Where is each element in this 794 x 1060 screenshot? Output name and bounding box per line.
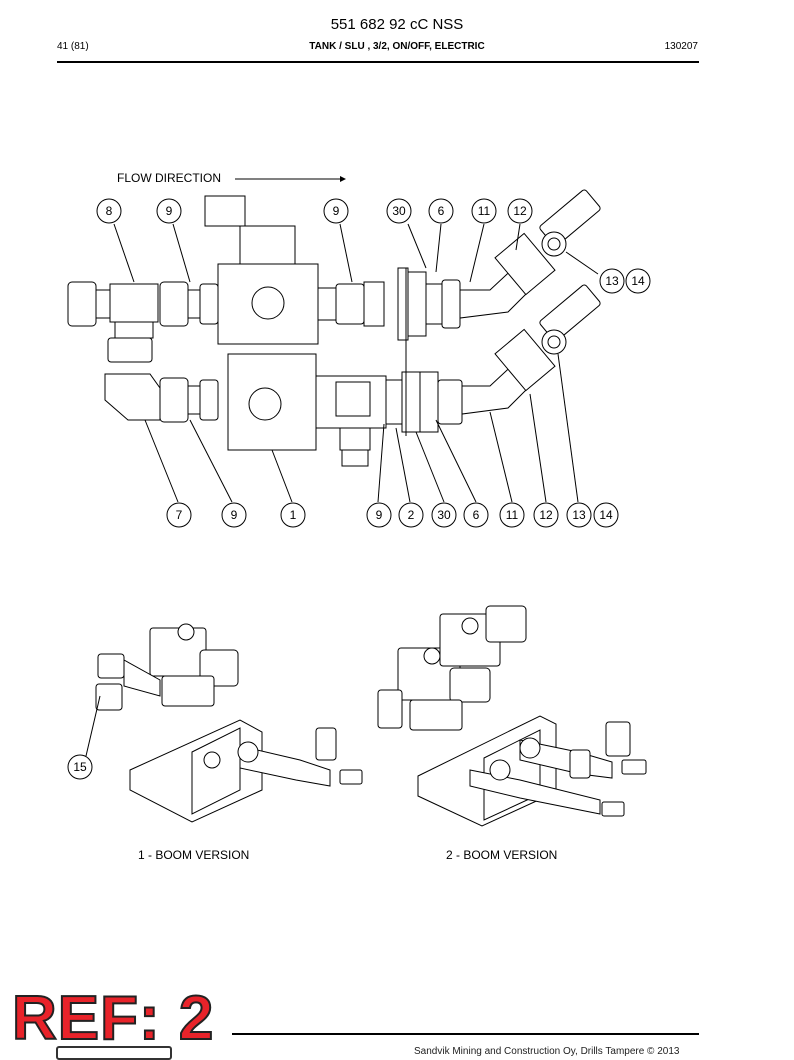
- caption-boom-version-2: 2 - BOOM VERSION: [446, 848, 558, 862]
- callout-bottom-9b: 9: [366, 502, 392, 528]
- svg-text:11: 11: [506, 508, 519, 522]
- document-title: 551 682 92 cC NSS: [330, 16, 464, 33]
- svg-text:6: 6: [473, 508, 480, 522]
- callout-iso-15: 15: [67, 754, 93, 780]
- callout-bottom-6: 6: [463, 502, 489, 528]
- svg-text:11: 11: [478, 204, 491, 218]
- flow-arrow: [235, 176, 346, 182]
- page-number: 41 (81): [57, 41, 89, 52]
- bottom-leader-lines: [144, 353, 579, 503]
- svg-text:14: 14: [599, 508, 613, 522]
- callout-top-6: 6: [428, 198, 454, 224]
- svg-text:8: 8: [106, 204, 113, 218]
- callout-top-30: 30: [386, 198, 412, 224]
- header-rule: [57, 61, 699, 63]
- callout-top-8: 8: [96, 198, 122, 224]
- callout-bottom-13: 13: [566, 502, 592, 528]
- callout-right-14: 14: [625, 268, 651, 294]
- upper-pipe-line: [67, 189, 601, 345]
- svg-text:12: 12: [539, 508, 553, 522]
- callout-top-12: 12: [507, 198, 533, 224]
- iso-leader-line: [85, 695, 101, 757]
- svg-text:15: 15: [73, 760, 87, 774]
- svg-text:9: 9: [166, 204, 173, 218]
- callout-bottom-11: 11: [499, 502, 525, 528]
- svg-text:30: 30: [392, 204, 406, 218]
- svg-text:12: 12: [513, 204, 527, 218]
- boom-version-2-isometric: [377, 605, 647, 827]
- callout-bottom-9a: 9: [221, 502, 247, 528]
- lower-pipe-line: [159, 268, 601, 467]
- svg-text:7: 7: [176, 508, 183, 522]
- callout-top-11: 11: [471, 198, 497, 224]
- svg-text:9: 9: [231, 508, 238, 522]
- svg-text:6: 6: [438, 204, 445, 218]
- callout-bottom-7: 7: [166, 502, 192, 528]
- footer-copyright: Sandvik Mining and Construction Oy, Dril…: [414, 1046, 680, 1057]
- callout-right-13: 13: [599, 268, 625, 294]
- svg-text:1: 1: [290, 508, 297, 522]
- top-leader-lines: [113, 223, 599, 283]
- svg-text:13: 13: [605, 274, 619, 288]
- svg-text:9: 9: [333, 204, 340, 218]
- footer-rule: [232, 1033, 699, 1035]
- callout-bottom-12: 12: [533, 502, 559, 528]
- callout-top-9b: 9: [323, 198, 349, 224]
- callout-bottom-1: 1: [280, 502, 306, 528]
- svg-text:9: 9: [376, 508, 383, 522]
- svg-text:30: 30: [437, 508, 451, 522]
- svg-text:13: 13: [572, 508, 586, 522]
- section-title: TANK / SLU , 3/2, ON/OFF, ELECTRIC: [309, 41, 485, 52]
- caption-boom-version-1: 1 - BOOM VERSION: [138, 848, 250, 862]
- callout-top-9a: 9: [156, 198, 182, 224]
- boom-version-1-isometric: [95, 623, 363, 823]
- svg-text:2: 2: [408, 508, 415, 522]
- vertical-connector: [104, 337, 161, 421]
- ref-stamp: REF: 2: [11, 984, 215, 1053]
- svg-text:14: 14: [631, 274, 645, 288]
- callout-bottom-14: 14: [593, 502, 619, 528]
- callout-bottom-30: 30: [431, 502, 457, 528]
- flow-direction-label: FLOW DIRECTION: [117, 171, 221, 185]
- callout-bottom-2: 2: [398, 502, 424, 528]
- document-code: 130207: [664, 41, 698, 52]
